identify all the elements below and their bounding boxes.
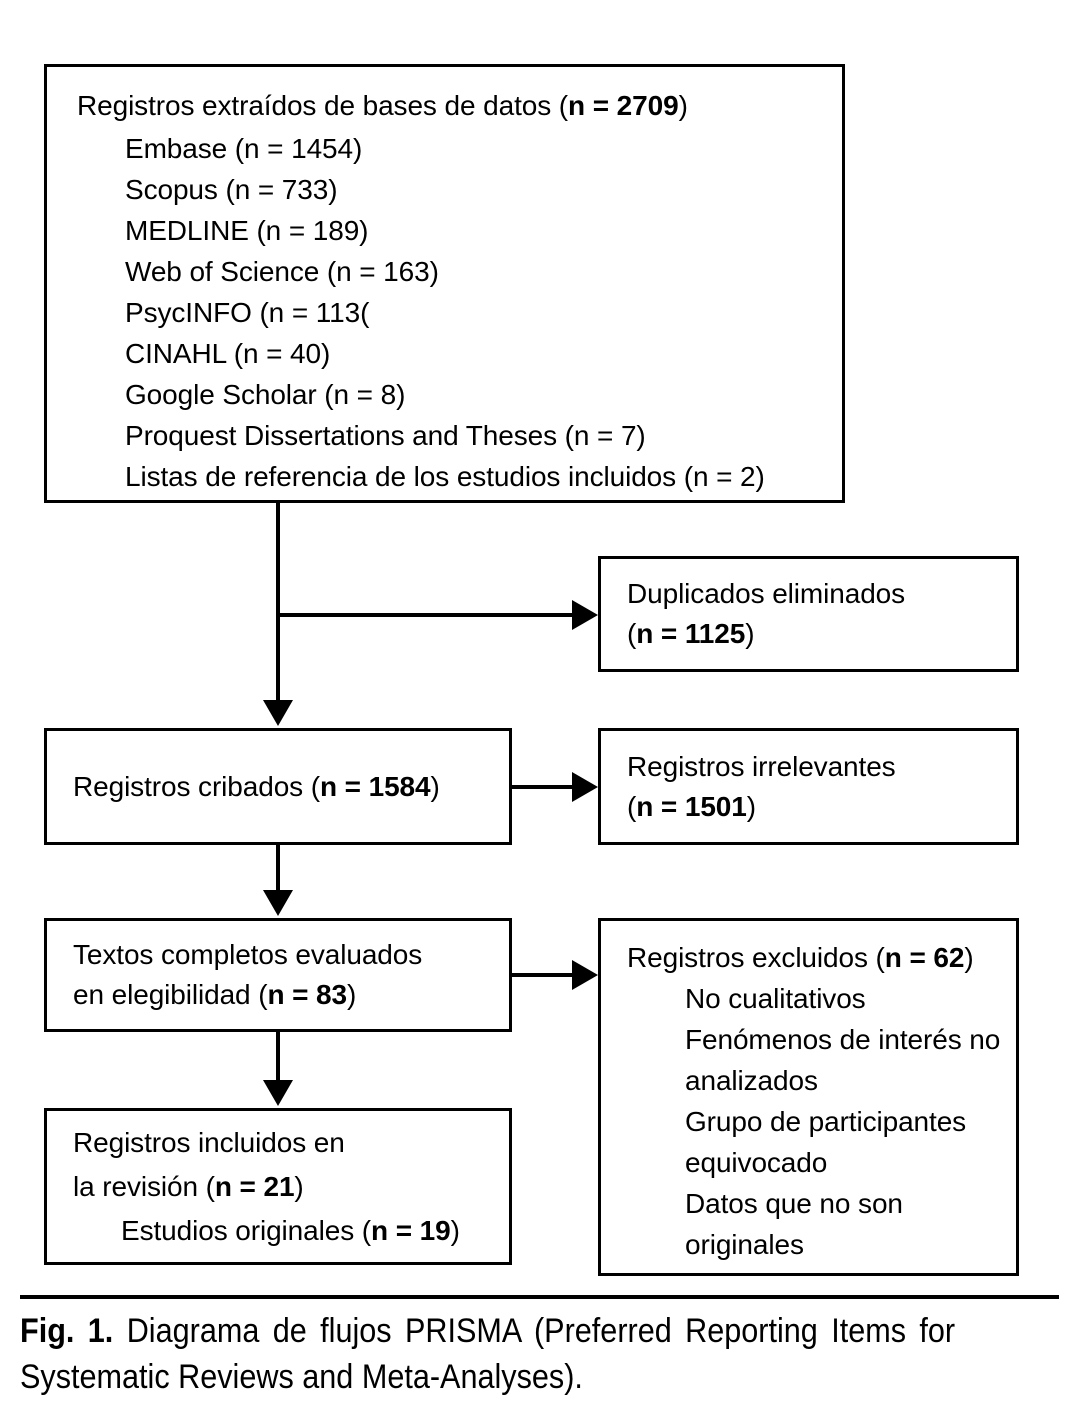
arrowhead-screened-to-fulltext	[263, 890, 293, 916]
connector-fulltext-to-excluded	[512, 973, 576, 977]
screened-label: Registros cribados (	[73, 770, 320, 802]
source-item-web-of-science: Web of Science (n = 163)	[125, 256, 439, 287]
fulltext-line-2: en elegibilidad (n = 83)	[73, 975, 499, 1015]
included-line-2: la revisión (n = 21)	[73, 1165, 499, 1209]
excluded-heading-prefix: Registros excluidos (	[627, 942, 885, 973]
source-item-reference-lists: Listas de referencia de los estudios inc…	[125, 461, 765, 492]
figure-caption-text: Diagrama de flujos PRISMA (Preferred Rep…	[20, 1312, 956, 1396]
excluded-reason-phenomena-not-analyzed: Fenómenos de interés no analizados	[685, 1024, 1001, 1096]
arrowhead-sources-to-screened	[263, 700, 293, 726]
fulltext-label: en elegibilidad (	[73, 979, 268, 1010]
irrelevant-paren-open: (	[627, 790, 637, 822]
connector-screened-to-irrelevant	[512, 785, 576, 789]
box-records-included: Registros incluidos en la revisión (n = …	[44, 1108, 512, 1265]
arrowhead-fulltext-to-included	[263, 1080, 293, 1106]
included-line-1: Registros incluidos en	[73, 1126, 345, 1158]
excluded-reason-not-qualitative: No cualitativos	[685, 983, 866, 1014]
excluded-count: n = 62	[884, 942, 965, 973]
duplicates-paren-open: (	[627, 618, 637, 649]
irrelevant-line-1: Registros irrelevantes	[627, 750, 896, 782]
original-studies-label: Estudios originales (	[121, 1214, 372, 1246]
excluded-reason-wrong-participants: Grupo de participantes equivocado	[685, 1106, 967, 1178]
source-item-medline: MEDLINE (n = 189)	[125, 215, 369, 246]
connector-sources-to-duplicates	[276, 613, 576, 617]
irrelevant-count: n = 1501	[636, 790, 747, 822]
original-studies-paren-close: )	[450, 1214, 460, 1246]
figure-number-label: Fig. 1.	[20, 1312, 114, 1350]
sources-heading-suffix: )	[678, 90, 688, 121]
source-item-proquest: Proquest Dissertations and Theses (n = 7…	[125, 420, 646, 451]
connector-sources-to-screened	[276, 503, 280, 703]
fulltext-paren-close: )	[347, 979, 357, 1010]
source-item-psycinfo: PsycINFO (n = 113(	[125, 297, 370, 328]
sources-heading-prefix: Registros extraídos de bases de datos (	[77, 90, 569, 121]
box-records-excluded: Registros excluidos (n = 62) No cualitat…	[598, 918, 1019, 1276]
box-records-irrelevant: Registros irrelevantes (n = 1501)	[598, 728, 1019, 845]
irrelevant-paren-close: )	[746, 790, 756, 822]
excluded-heading-suffix: )	[964, 942, 974, 973]
duplicates-count: n = 1125	[636, 618, 746, 649]
included-line-3: Estudios originales (n = 19)	[73, 1209, 499, 1253]
arrowhead-fulltext-to-excluded	[572, 960, 598, 990]
included-label: la revisión (	[73, 1170, 215, 1202]
sources-heading: Registros extraídos de bases de datos (n…	[77, 85, 828, 126]
box-records-screened: Registros cribados (n = 1584)	[44, 728, 512, 845]
excluded-reason-not-original-data: Datos que no son originales	[685, 1188, 903, 1260]
excluded-heading: Registros excluidos (n = 62)	[627, 937, 1006, 978]
duplicates-line-2: (n = 1125)	[627, 614, 1002, 654]
source-item-google-scholar: Google Scholar (n = 8)	[125, 379, 406, 410]
duplicates-line-1: Duplicados eliminados	[627, 578, 906, 609]
box-fulltext-assessed: Textos completos evaluados en elegibilid…	[44, 918, 512, 1032]
arrowhead-screened-to-irrelevant	[572, 772, 598, 802]
screened-line-1: Registros cribados (n = 1584)	[73, 767, 499, 807]
fulltext-line-1: Textos completos evaluados	[73, 939, 423, 970]
sources-heading-count: n = 2709	[568, 90, 679, 121]
irrelevant-line-2: (n = 1501)	[627, 787, 1002, 827]
included-count: n = 21	[214, 1170, 295, 1202]
included-paren-close: )	[294, 1170, 304, 1202]
original-studies-count: n = 19	[371, 1214, 451, 1246]
source-item-scopus: Scopus (n = 733)	[125, 174, 338, 205]
caption-divider-rule	[20, 1295, 1059, 1299]
screened-count: n = 1584	[319, 770, 431, 802]
connector-fulltext-to-included	[276, 1032, 280, 1082]
arrowhead-sources-to-duplicates	[572, 600, 598, 630]
figure-caption: Fig. 1. Diagrama de flujos PRISMA (Prefe…	[20, 1308, 955, 1400]
source-item-embase: Embase (n = 1454)	[125, 133, 363, 164]
connector-screened-to-fulltext	[276, 845, 280, 892]
source-item-cinahl: CINAHL (n = 40)	[125, 338, 331, 369]
fulltext-count: n = 83	[267, 979, 347, 1010]
box-duplicates-removed: Duplicados eliminados (n = 1125)	[598, 556, 1019, 672]
screened-paren-close: )	[430, 770, 440, 802]
box-records-identified: Registros extraídos de bases de datos (n…	[44, 64, 845, 503]
duplicates-paren-close: )	[745, 618, 755, 649]
